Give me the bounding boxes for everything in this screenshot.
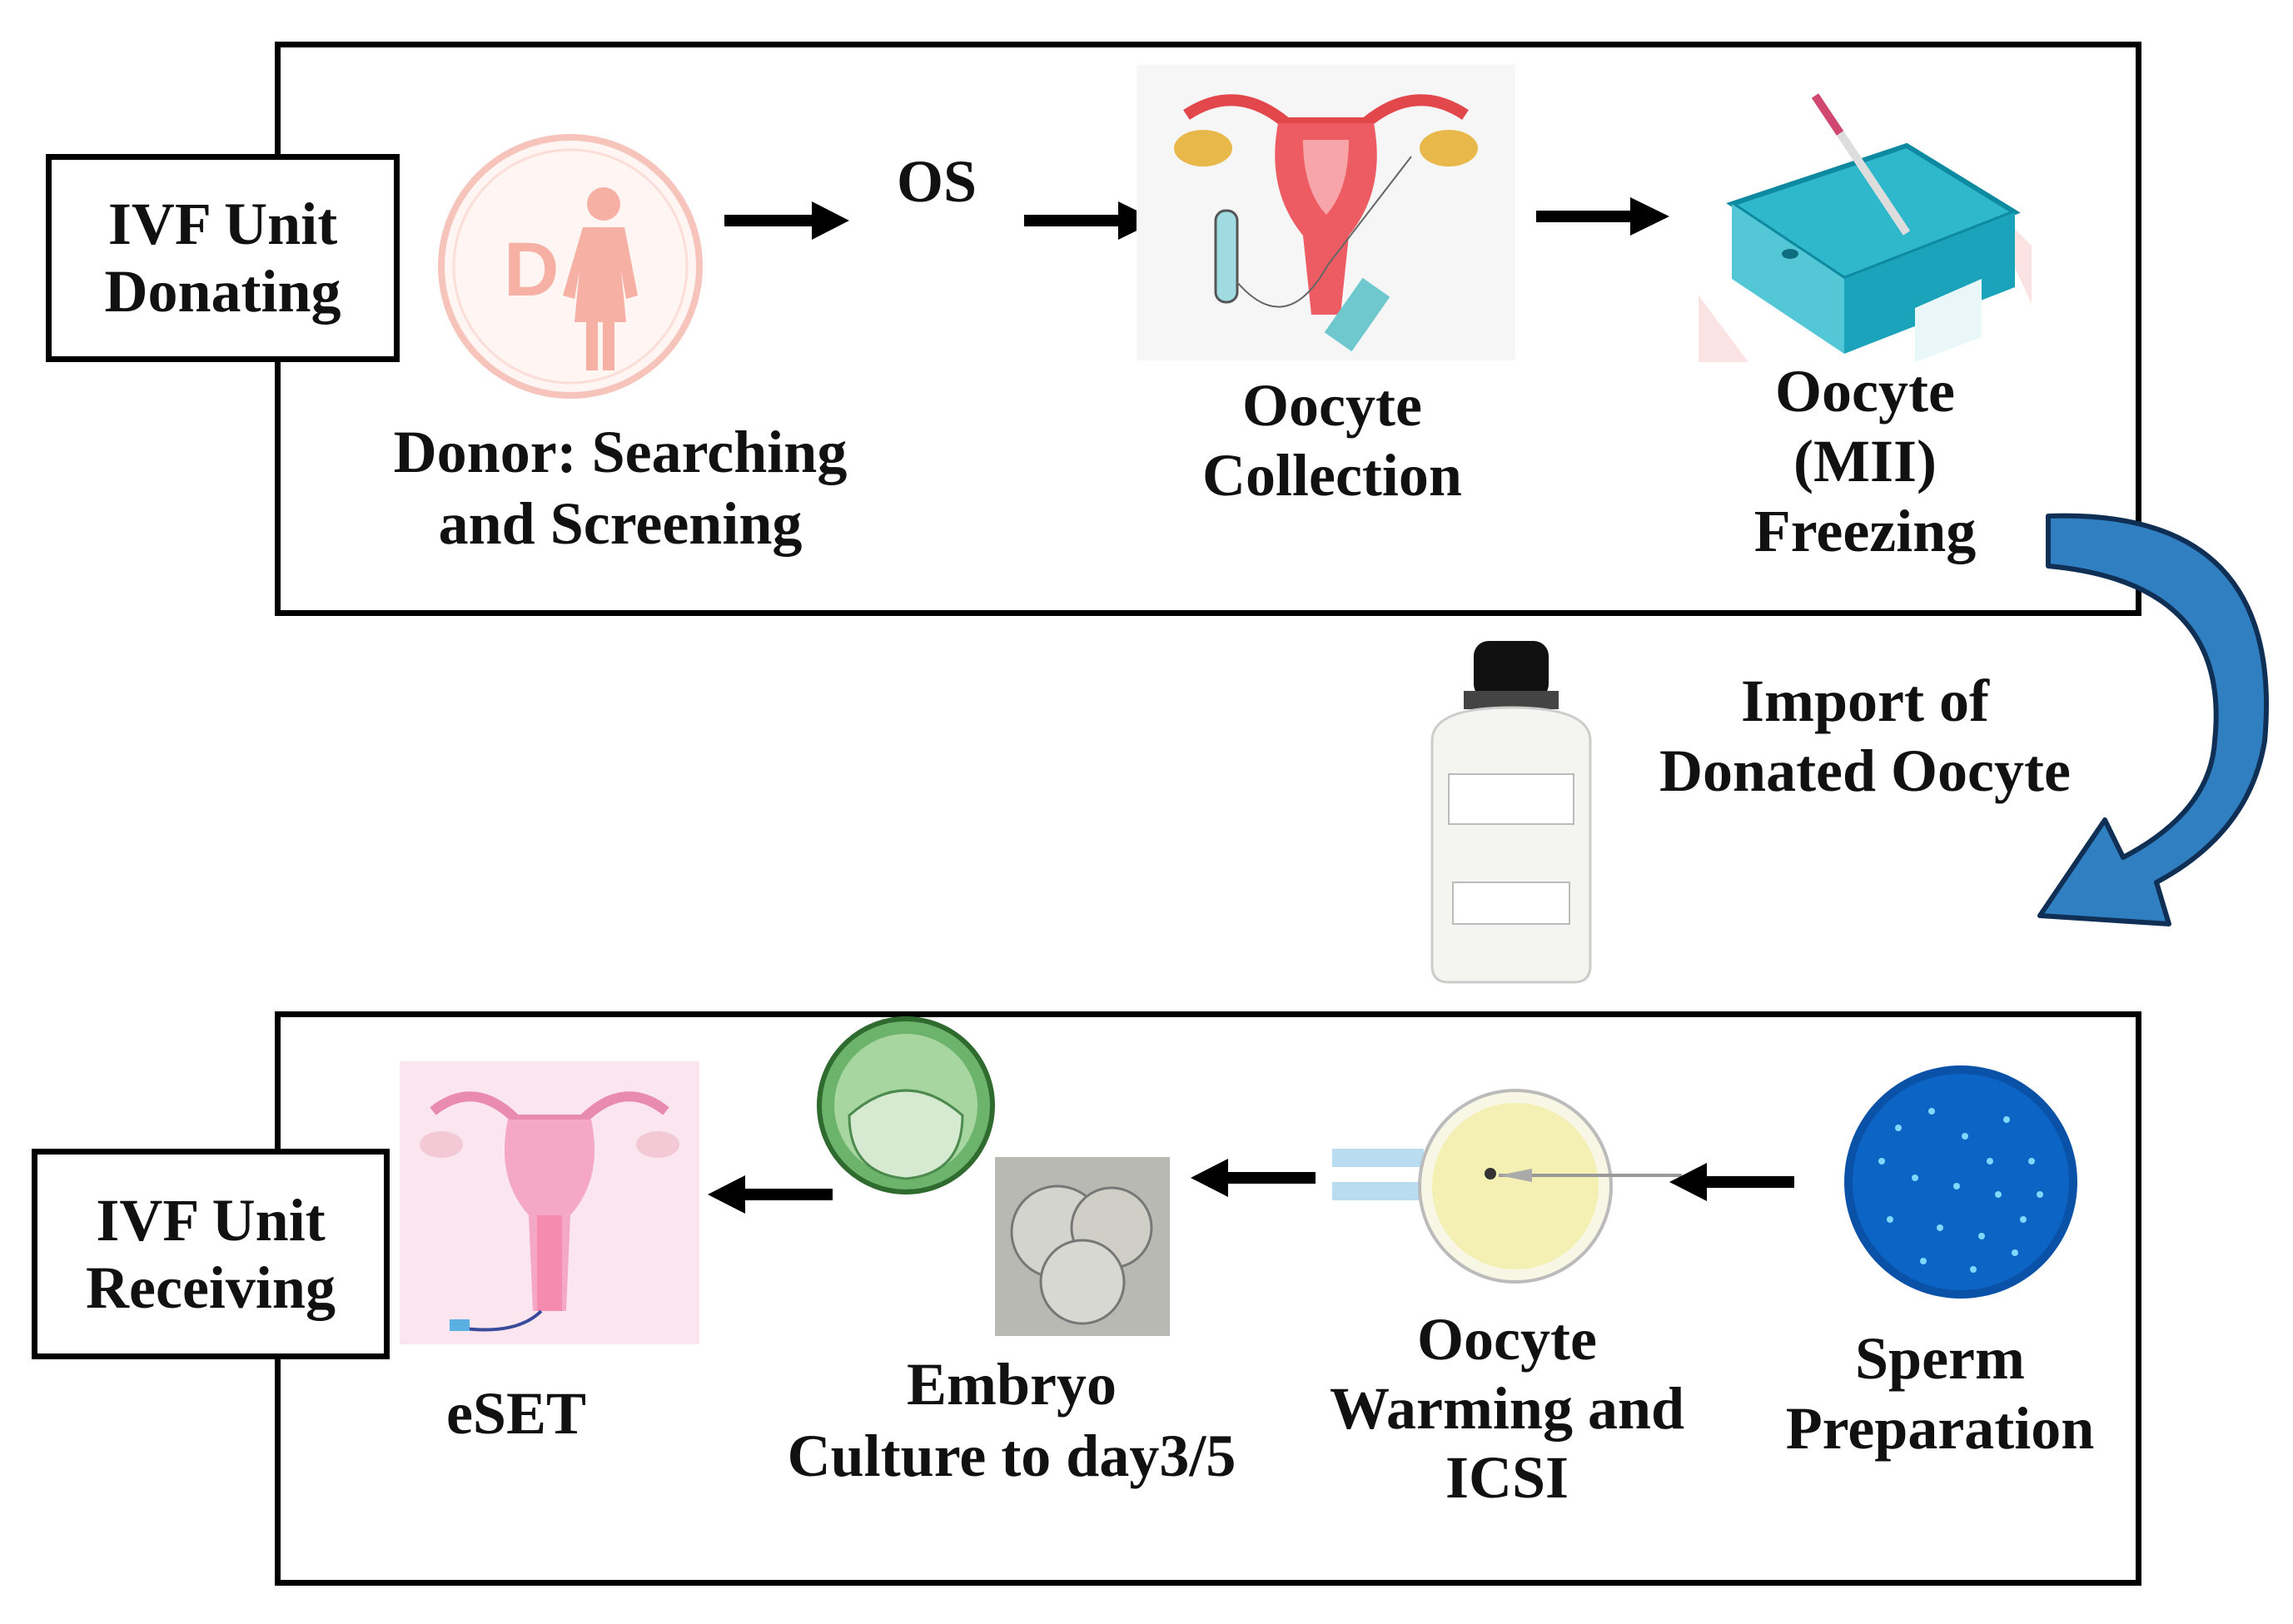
eset-step-label: eSET [445,1380,587,1447]
flow-arrow-left [1669,1161,1794,1203]
unit-label-line: Receiving [86,1254,336,1321]
embryo-step-label: Embryo Culture to day3/5 [787,1351,1236,1490]
flow-arrow-right [724,200,849,241]
curved-transfer-arrow [2032,491,2293,957]
donating-unit-tag: IVF Unit Donating [46,154,400,362]
sperm-dish-icon [1840,1061,2082,1303]
icsi-needle-icon [1332,1082,1682,1290]
donor-step-label: Donor: Searching and Screening [393,419,848,558]
unit-label-line: IVF Unit [107,191,338,258]
unit-label-line: Donating [104,258,341,325]
unit-label-line: IVF Unit [96,1186,326,1254]
collection-step-label: Oocyte Collection [1202,372,1462,509]
freezing-step-label: Oocyte (MII) Freezing [1753,358,1977,565]
freezing-tray-icon [1699,87,2032,362]
icsi-step-label: Oocyte Warming and ICSI [1329,1306,1685,1511]
os-label: OS [896,148,977,215]
sperm-step-label: Sperm Preparation [1785,1325,2095,1463]
embryo-icon [816,1016,1182,1340]
liquid-nitrogen-tank-icon [1415,641,1607,984]
embryo-transfer-icon [400,1061,699,1344]
receiving-unit-tag: IVF Unit Receiving [32,1149,390,1359]
flow-arrow-left [1191,1157,1316,1199]
flow-arrow-left [708,1174,833,1215]
svg-text:D: D [504,227,559,312]
flow-arrow-right [1536,196,1669,237]
import-label: Import of Donated Oocyte [1659,668,2071,805]
female-donor-icon: D [433,129,708,404]
uterus-icon [1137,65,1515,360]
